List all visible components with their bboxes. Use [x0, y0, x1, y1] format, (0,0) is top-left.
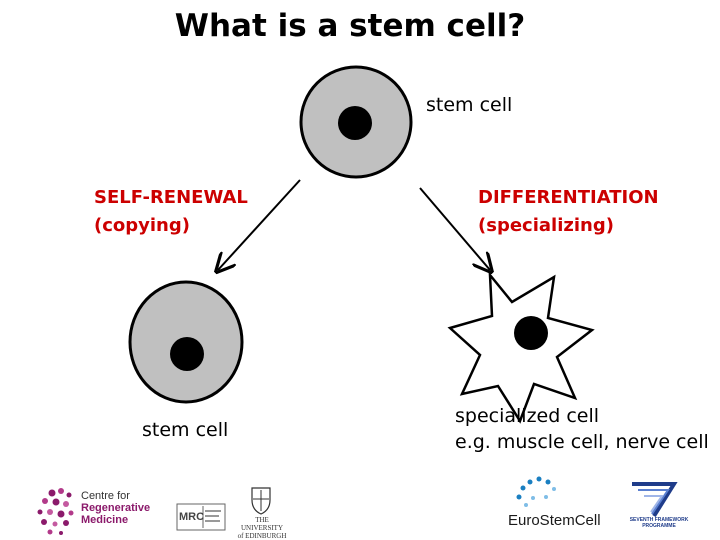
- edinburgh-line1: THE UNIVERSITY: [241, 516, 283, 532]
- edinburgh-crest-icon: [251, 487, 271, 515]
- eurostemcell-logo-dots: [516, 476, 556, 507]
- edinburgh-logo-text: THE UNIVERSITY of EDINBURGH: [234, 516, 290, 540]
- edinburgh-line2: of EDINBURGH: [237, 532, 287, 540]
- bottom-left-cell-label: stem cell: [142, 419, 229, 441]
- crm-line3: Medicine: [81, 514, 129, 526]
- top-cell-label: stem cell: [426, 94, 513, 116]
- page-title: What is a stem cell?: [174, 8, 526, 44]
- specialized-cell-title: specialized cell: [455, 405, 600, 427]
- differentiation-arrow: [419, 187, 490, 270]
- bottom-left-cell-nucleus: [170, 337, 204, 371]
- differentiation-subtitle: (specializing): [478, 215, 614, 236]
- specialized-cell-label: specialized cell e.g. muscle cell, nerve…: [455, 403, 709, 455]
- differentiation-label: DIFFERENTIATION (specializing): [478, 184, 659, 240]
- top-stem-cell: [299, 65, 413, 179]
- self-renewal-arrow: [218, 179, 301, 270]
- top-cell-nucleus: [338, 106, 372, 140]
- specialized-cell: [447, 271, 595, 424]
- differentiation-title: DIFFERENTIATION: [478, 187, 659, 208]
- bottom-left-stem-cell: [128, 280, 244, 404]
- specialized-cell-examples: e.g. muscle cell, nerve cell: [455, 431, 709, 453]
- mrc-logo-text: MRC: [179, 511, 205, 523]
- crm-logo-dots: [37, 488, 74, 535]
- fp7-logo-text: SEVENTH FRAMEWORK PROGRAMME: [629, 517, 689, 529]
- fp7-logo: [632, 482, 678, 518]
- crm-logo-text: Centre for Regenerative Medicine: [81, 490, 150, 526]
- specialized-cell-nucleus: [514, 316, 548, 350]
- crm-line1: Centre for: [81, 490, 130, 502]
- self-renewal-label: SELF-RENEWAL (copying): [94, 184, 248, 240]
- crm-line2: Regenerative: [81, 502, 151, 514]
- self-renewal-subtitle: (copying): [94, 215, 190, 236]
- self-renewal-title: SELF-RENEWAL: [94, 187, 248, 208]
- eurostemcell-logo-text: EuroStemCell: [508, 512, 601, 529]
- mrc-logo: [176, 503, 226, 531]
